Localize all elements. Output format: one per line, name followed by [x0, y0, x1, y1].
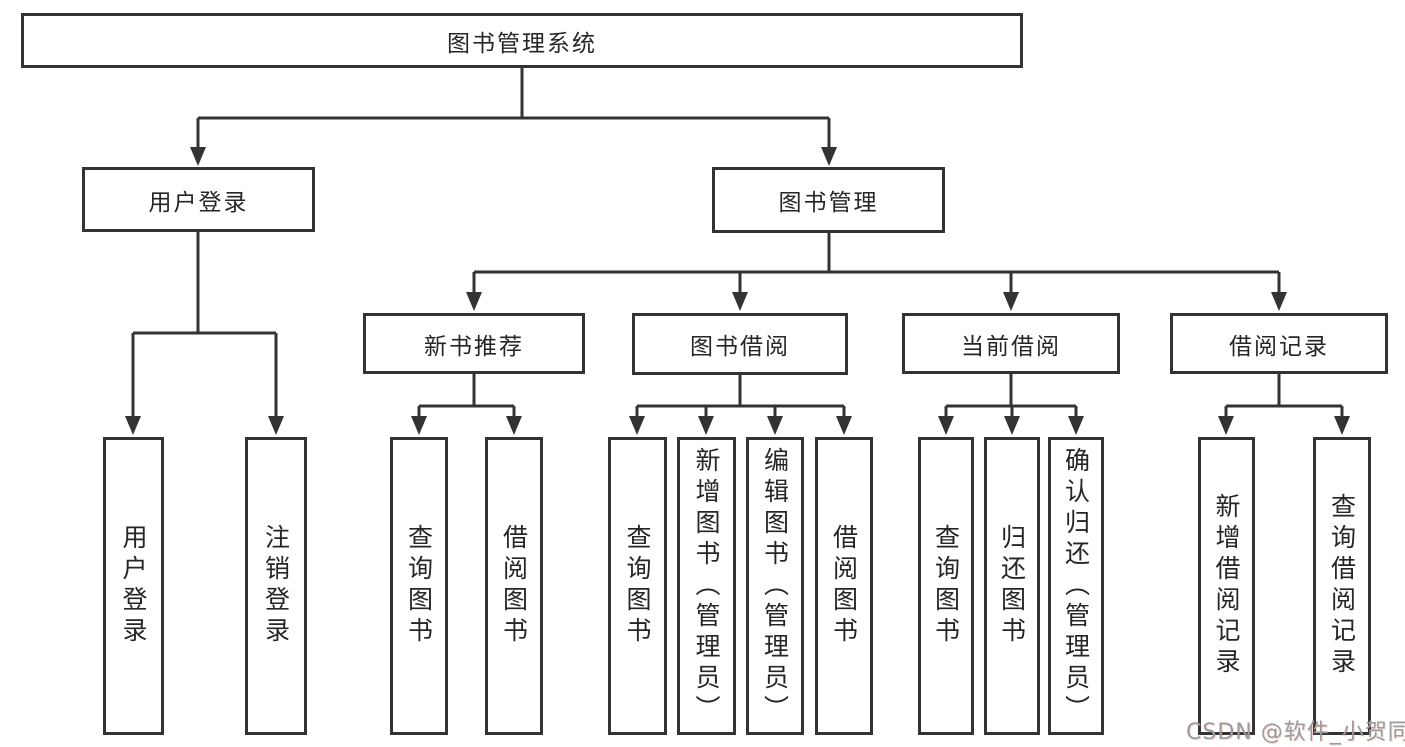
leaf-query-books-current: 查询图书: [918, 437, 974, 735]
node-book-borrow: 图书借阅: [632, 313, 848, 375]
leaf-query-books-recommend: 查询图书: [390, 437, 448, 735]
node-borrow-records: 借阅记录: [1170, 313, 1388, 374]
node-book-management: 图书管理: [712, 167, 945, 233]
leaf-add-borrow-record: 新增借阅记录: [1198, 437, 1255, 735]
leaf-query-borrow-record: 查询借阅记录: [1313, 437, 1371, 735]
node-user-login: 用户登录: [82, 167, 315, 232]
leaf-logout: 注销登录: [245, 437, 307, 735]
arrowheads: [125, 147, 1350, 435]
leaf-add-books-admin: 新增图书（管理员）: [677, 437, 736, 735]
watermark: CSDN @软件_小贺同学: [1186, 720, 1405, 745]
leaf-user-login: 用户登录: [103, 437, 164, 735]
node-current-borrow: 当前借阅: [902, 313, 1120, 374]
node-new-book-recommend: 新书推荐: [363, 313, 585, 374]
leaf-edit-books-admin: 编辑图书（管理员）: [746, 437, 804, 735]
leaf-query-books-borrow: 查询图书: [608, 437, 667, 735]
leaf-borrow-books-recommend: 借阅图书: [485, 437, 543, 735]
leaf-return-books: 归还图书: [984, 437, 1040, 735]
node-library-system: 图书管理系统: [21, 13, 1023, 68]
leaf-confirm-return-admin: 确认归还（管理员）: [1048, 437, 1104, 735]
leaf-borrow-books: 借阅图书: [815, 437, 873, 735]
